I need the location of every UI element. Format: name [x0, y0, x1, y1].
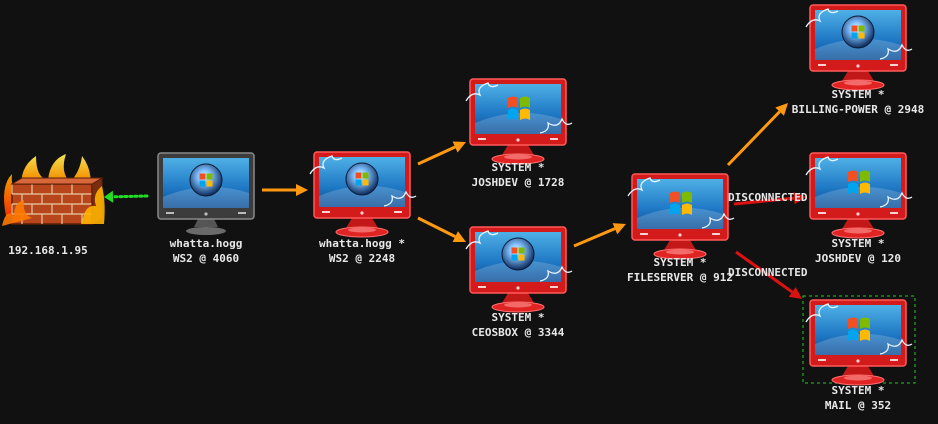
- computer-icon: [805, 4, 913, 91]
- computer-icon: [805, 299, 913, 386]
- edge-ws2-4060-to-ws2-2248: [262, 184, 308, 196]
- arrowhead-icon: [788, 287, 802, 299]
- edge-line: [733, 196, 795, 206]
- node-label: SYSTEM * JOSHDEV @ 1728: [472, 160, 565, 190]
- computer-icon: [465, 78, 573, 165]
- node-firewall[interactable]: [2, 154, 105, 226]
- node-label-line2: CEOSBOX @ 3344: [471, 326, 565, 339]
- edge-fileserver-912-to-mail-352: [735, 250, 802, 299]
- edge-fileserver-912-to-billing-2948: [726, 103, 788, 167]
- edge-line: [417, 145, 456, 166]
- node-label-line2: WS2 @ 2248: [328, 252, 396, 265]
- edge-ws2-2248-to-ceosbox-3344: [417, 216, 466, 242]
- arrowhead-icon: [452, 231, 466, 242]
- edge-line: [417, 216, 456, 238]
- node-label-line1: SYSTEM *: [491, 311, 545, 324]
- node-label-line1: whatta.hogg: [169, 237, 243, 250]
- node-label: SYSTEM * FILESERVER @ 912: [627, 255, 733, 285]
- node-label-line1: SYSTEM *: [831, 88, 885, 101]
- computer-icon: [309, 151, 417, 238]
- node-ceosbox-3344[interactable]: [465, 226, 573, 313]
- edge-status-label: DISCONNECTED: [728, 266, 808, 279]
- node-label-line2: JOSHDEV @ 1728: [471, 176, 565, 189]
- node-label: SYSTEM * CEOSBOX @ 3344: [472, 310, 565, 340]
- arrowhead-icon: [452, 141, 466, 153]
- node-fileserver-912[interactable]: [627, 173, 735, 260]
- node-label-line1: SYSTEM *: [831, 384, 885, 397]
- edge-line: [573, 227, 616, 248]
- arrowhead-icon: [775, 103, 788, 116]
- arrowhead-icon: [793, 192, 806, 205]
- node-label-line2: BILLING-POWER @ 2948: [791, 103, 925, 116]
- edge-line: [111, 194, 149, 199]
- arrowhead-icon: [612, 223, 626, 235]
- node-label: SYSTEM * MAIL @ 352: [825, 383, 891, 413]
- arrowhead-icon: [296, 184, 308, 196]
- node-joshdev-1728[interactable]: [465, 78, 573, 165]
- edges-layer: [104, 103, 806, 299]
- node-label-line1: SYSTEM *: [653, 256, 707, 269]
- node-label-line1: 192.168.1.95: [8, 244, 88, 257]
- node-label: whatta.hogg * WS2 @ 2248: [319, 236, 405, 266]
- arrowhead-icon: [104, 190, 114, 203]
- node-label-line2: JOSHDEV @ 120: [814, 252, 902, 265]
- computer-icon: [157, 152, 255, 235]
- node-label: 192.168.1.95: [8, 243, 87, 258]
- computer-icon: [627, 173, 735, 260]
- edge-ws2-2248-to-joshdev-1728: [417, 141, 466, 166]
- nodes-layer: [2, 4, 916, 386]
- node-label-line2: MAIL @ 352: [824, 399, 892, 412]
- computer-icon: [465, 226, 573, 313]
- computer-icon: [805, 152, 913, 239]
- node-joshdev-120[interactable]: [805, 152, 913, 239]
- node-label: SYSTEM * BILLING-POWER @ 2948: [792, 87, 924, 117]
- node-mail-352[interactable]: [802, 295, 916, 386]
- edge-line: [735, 250, 794, 294]
- node-ws2-4060[interactable]: [157, 152, 255, 235]
- node-label: SYSTEM * JOSHDEV @ 120: [815, 236, 901, 266]
- node-label-line1: whatta.hogg *: [318, 237, 406, 250]
- edge-status-label: DISCONNECTED: [728, 191, 808, 204]
- node-billing-2948[interactable]: [805, 4, 913, 91]
- node-ws2-2248[interactable]: [309, 151, 417, 238]
- node-label-line1: SYSTEM *: [831, 237, 885, 250]
- node-label-line2: WS2 @ 4060: [172, 252, 240, 265]
- edge-fileserver-912-to-joshdev-120: [733, 192, 806, 206]
- edge-ws2-4060-to-firewall: [104, 190, 149, 203]
- node-label-line2: FILESERVER @ 912: [627, 271, 733, 284]
- edge-line: [726, 110, 781, 167]
- node-label-line1: SYSTEM *: [491, 161, 545, 174]
- edge-ceosbox-3344-to-fileserver-912: [573, 223, 626, 248]
- firewall-icon: [2, 154, 105, 226]
